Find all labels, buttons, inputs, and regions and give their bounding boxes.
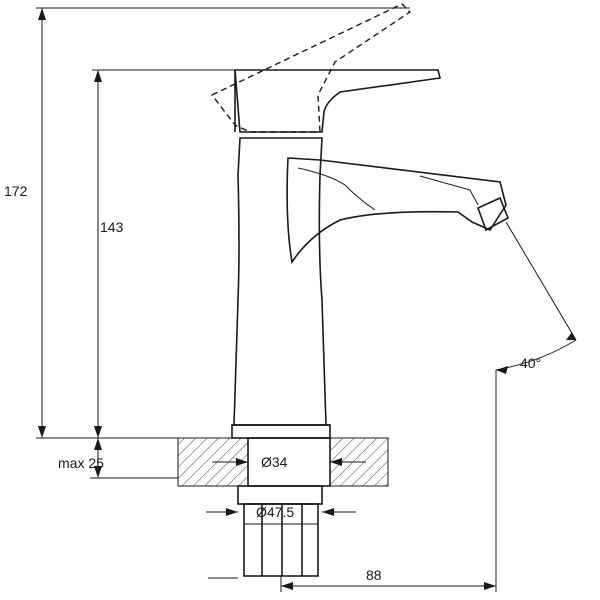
label-lever-angle: 40° — [520, 355, 541, 371]
lever-handle-raised-outline — [210, 3, 412, 133]
dimension-shank-diameter: Ø34 — [212, 454, 366, 470]
label-total-height: 172 — [4, 183, 28, 199]
dimension-max-thickness: max 25 — [58, 438, 178, 479]
dimension-spout-reach: 88 — [208, 370, 497, 592]
faucet-body — [231, 137, 331, 439]
label-spout-reach: 88 — [366, 567, 382, 583]
label-body-height: 143 — [100, 219, 124, 235]
dimension-total-height: 172 — [4, 7, 410, 438]
dimension-nut-diameter: Ø47.5 — [206, 504, 356, 520]
lever-handle — [234, 69, 441, 133]
dimension-lever-angle: 40° — [495, 221, 577, 374]
dimension-body-height: 143 — [92, 69, 235, 438]
label-nut-diameter: Ø47.5 — [256, 504, 294, 520]
label-shank-diameter: Ø34 — [261, 454, 288, 470]
label-max-thickness: max 25 — [58, 455, 104, 471]
spout — [286, 157, 510, 265]
mounting-shank — [237, 437, 331, 577]
